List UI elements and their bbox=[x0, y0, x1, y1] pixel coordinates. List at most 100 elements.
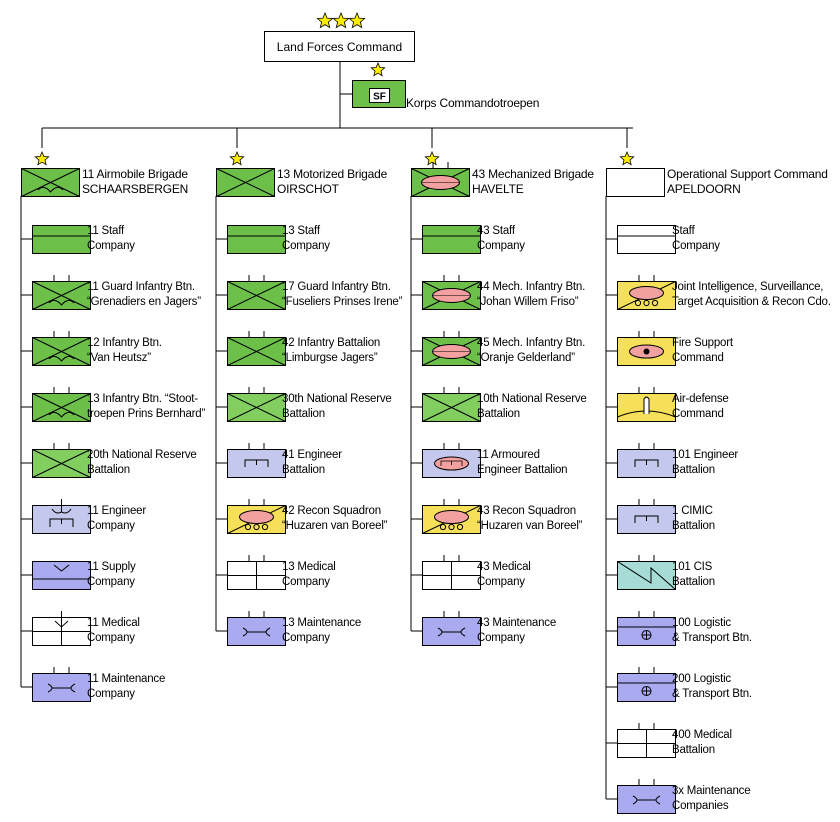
unit-label-line: 10th National Reserve bbox=[477, 393, 587, 405]
unit-label-line: 30th National Reserve bbox=[282, 393, 392, 405]
unit-label: 13 Infantry Btn. “Stoot-troepen Prins Be… bbox=[87, 392, 205, 422]
unit-label-line: Companies bbox=[672, 800, 729, 812]
unit-label-line: 45 Mech. Infantry Btn. bbox=[477, 337, 586, 349]
unit-label-line: 11 Staff bbox=[87, 225, 124, 237]
brigade-title-line: 43 Mechanized Brigade bbox=[472, 167, 594, 181]
unit-label-line: 43 Maintenance bbox=[477, 617, 557, 629]
airmobile-inf-unit-icon bbox=[32, 331, 91, 366]
unit-label-line: Joint Intelligence, Surveillance, bbox=[672, 281, 824, 293]
brigade-rank-star-icon bbox=[424, 150, 440, 166]
airmobile-inf-unit-icon bbox=[32, 275, 91, 310]
korps-commandotroepen-label: Korps Commandotroepen bbox=[406, 96, 540, 110]
unit-label-line: Company bbox=[477, 632, 525, 644]
airmobile-inf-unit-icon bbox=[32, 387, 91, 422]
mech-unit-icon bbox=[422, 275, 481, 310]
unit-label-line: Company bbox=[672, 240, 720, 252]
unit-label-line: 11 Maintenance bbox=[87, 673, 166, 685]
unit-label-line: Company bbox=[87, 520, 135, 532]
land-forces-command-label: Land Forces Command bbox=[276, 39, 403, 54]
unit-label-line: 11 Guard Infantry Btn. bbox=[87, 281, 195, 293]
logistic-unit-icon bbox=[617, 667, 676, 702]
airmobile-medical-unit-icon bbox=[32, 611, 91, 646]
mech-unit-icon bbox=[411, 162, 470, 197]
brigade-title-line: 11 Airmobile Brigade bbox=[82, 167, 188, 181]
sf-badge bbox=[369, 88, 390, 103]
infantry-unit-icon bbox=[227, 275, 286, 310]
unit-label-line: Fire Support bbox=[672, 337, 733, 349]
unit-label-line: 13 Infantry Btn. “Stoot- bbox=[87, 393, 198, 405]
unit-label: 45 Mech. Infantry Btn. “Oranje Gelderland… bbox=[477, 336, 585, 366]
land-forces-command-box: Land Forces Command bbox=[264, 31, 415, 62]
mech-unit-icon bbox=[422, 331, 481, 366]
unit-label-line: 11 Armoured bbox=[477, 449, 540, 461]
unit-label-line: Battalion bbox=[477, 408, 520, 420]
medical-unit-icon bbox=[422, 555, 481, 590]
brigade-title-line: Operational Support Command bbox=[667, 167, 828, 181]
engineer-unit-icon bbox=[227, 443, 286, 478]
unit-label-line: “Huzaren van Boreel” bbox=[477, 520, 583, 532]
unit-label-line: “Johan Willem Friso” bbox=[477, 296, 579, 308]
logistic-unit-icon bbox=[617, 611, 676, 646]
unit-label: 12 Infantry Btn.“Van Heutsz” bbox=[87, 336, 162, 366]
unit-label-line: “Van Heutsz” bbox=[87, 352, 151, 364]
unit-label-line: 42 Recon Squadron bbox=[282, 505, 381, 517]
unit-label-line: Battalion bbox=[282, 464, 325, 476]
maintenance-unit-icon bbox=[422, 611, 481, 646]
unit-label-line: 42 Infantry Battalion bbox=[282, 337, 381, 349]
infantry-hq-icon bbox=[216, 168, 275, 197]
brigade-title-line: SCHAARSBERGEN bbox=[82, 182, 189, 196]
engineer-unit-icon bbox=[617, 499, 676, 534]
unit-label-line: Command bbox=[672, 352, 724, 364]
unit-label: 44 Mech. Infantry Btn.“Johan Willem Fris… bbox=[477, 280, 585, 310]
unit-label-line: Battalion bbox=[87, 464, 130, 476]
hq-rank-star-icon bbox=[332, 11, 350, 29]
unit-label-line: Company bbox=[87, 688, 135, 700]
unit-label-line: Company bbox=[282, 576, 330, 588]
unit-label: Joint Intelligence, Surveillance,Target … bbox=[672, 280, 831, 310]
unit-label-line: Company bbox=[87, 576, 135, 588]
artillery-unit-icon bbox=[617, 331, 676, 366]
unit-label-line: 200 Logistic bbox=[672, 673, 731, 685]
unit-label-line: Company bbox=[282, 632, 330, 644]
unit-label-line: Engineer Battalion bbox=[477, 464, 568, 476]
unit-label-line: Battalion bbox=[672, 520, 715, 532]
unit-label-line: “Huzaren van Boreel” bbox=[282, 520, 388, 532]
staff-green-unit-icon bbox=[32, 225, 91, 254]
airmobile-engineer-unit-icon bbox=[32, 499, 91, 534]
staff-green-unit-icon bbox=[422, 225, 481, 254]
unit-label-line: Battalion bbox=[672, 576, 715, 588]
airmobile-unit-icon bbox=[21, 168, 80, 197]
brigade-rank-star-icon bbox=[229, 150, 245, 166]
brigade-title-line: OIRSCHOT bbox=[277, 182, 339, 196]
unit-label-line: 101 Engineer bbox=[672, 449, 739, 461]
unit-label-line: Company bbox=[87, 632, 135, 644]
unit-label-line: Company bbox=[87, 240, 135, 252]
unit-label-line: & Transport Btn. bbox=[672, 688, 752, 700]
brigade-title-line: APELDOORN bbox=[667, 182, 741, 196]
hq-rank-star-icon bbox=[316, 11, 334, 29]
unit-label-line: 100 Logistic bbox=[672, 617, 731, 629]
unit-label-line: Company bbox=[477, 240, 525, 252]
unit-label-line: 11 Medical bbox=[87, 617, 140, 629]
unit-label-line: Staff bbox=[672, 225, 695, 237]
unit-label-line: “Oranje Gelderland” bbox=[477, 352, 575, 364]
